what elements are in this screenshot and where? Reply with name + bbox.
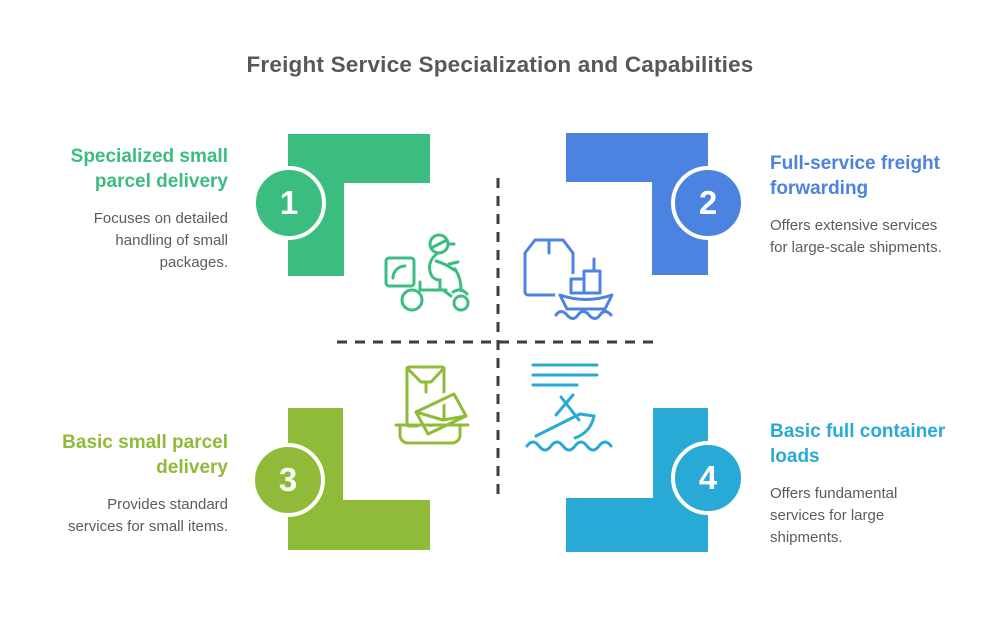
quadrant-2-description: Offers extensive services for large-scal…: [770, 217, 942, 256]
quadrant-3-description: Provides standard services for small ite…: [67, 496, 228, 535]
delivery-scooter-icon: [384, 233, 470, 312]
quadrant-4-text: Basic full container loads Offers fundam…: [770, 419, 965, 549]
quadrant-3-text: Basic small parcel delivery Provides sta…: [40, 430, 228, 538]
quadrant-2-number-badge: 2: [671, 166, 745, 240]
quadrant-2-text: Full-service freight forwarding Offers e…: [770, 151, 965, 259]
quadrant-1-description: Focuses on detailed handling of small pa…: [93, 210, 228, 271]
quadrant-3-number-badge: 3: [251, 443, 325, 517]
quadrant-4-number-badge: 4: [671, 441, 745, 515]
quadrant-4-description: Offers fundamental services for large sh…: [770, 485, 898, 546]
quadrant-1-text: Specialized small parcel delivery Focuse…: [40, 144, 228, 274]
envelope-tray-icon: [394, 365, 471, 445]
quadrant-4-heading: Basic full container loads: [770, 421, 946, 467]
quadrant-1-number-badge: 1: [252, 166, 326, 240]
quadrant-2-heading: Full-service freight forwarding: [770, 153, 940, 199]
cargo-ship-with-box-icon: [523, 238, 616, 320]
sinking-ship-icon: [525, 363, 613, 452]
quadrant-3-heading: Basic small parcel delivery: [62, 432, 228, 478]
quadrant-1-heading: Specialized small parcel delivery: [70, 146, 228, 192]
page-title: Freight Service Specialization and Capab…: [246, 52, 754, 77]
